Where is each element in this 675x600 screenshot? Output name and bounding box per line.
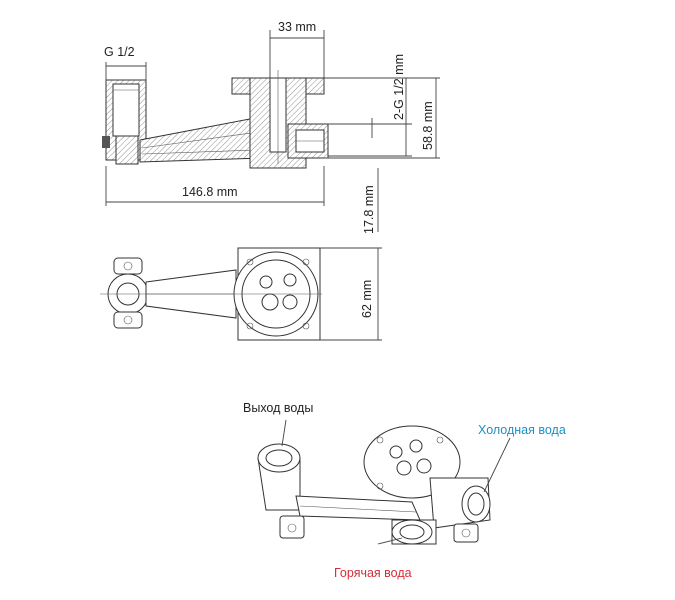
dim-width-top: 33 mm: [278, 20, 316, 34]
dim-offset: 17.8 mm: [362, 185, 376, 234]
dim-length: 146.8 mm: [182, 185, 238, 199]
section-view: 33 mm G 1/2 146.8 mm 2-G 1/2 mm 58.8 mm …: [102, 20, 440, 234]
dim-height-total: 58.8 mm: [421, 101, 435, 150]
callout-outlet: Выход воды: [243, 401, 313, 415]
dim-thread-inlet: G 1/2: [104, 45, 135, 59]
dim-thread-outlets: 2-G 1/2 mm: [392, 54, 406, 120]
callout-hot: Горячая вода: [334, 566, 412, 580]
plan-view: 62 mm: [100, 247, 382, 341]
isometric-view: [257, 419, 511, 545]
dim-flange: 62 mm: [360, 280, 374, 318]
callout-cold: Холодная вода: [478, 423, 566, 437]
